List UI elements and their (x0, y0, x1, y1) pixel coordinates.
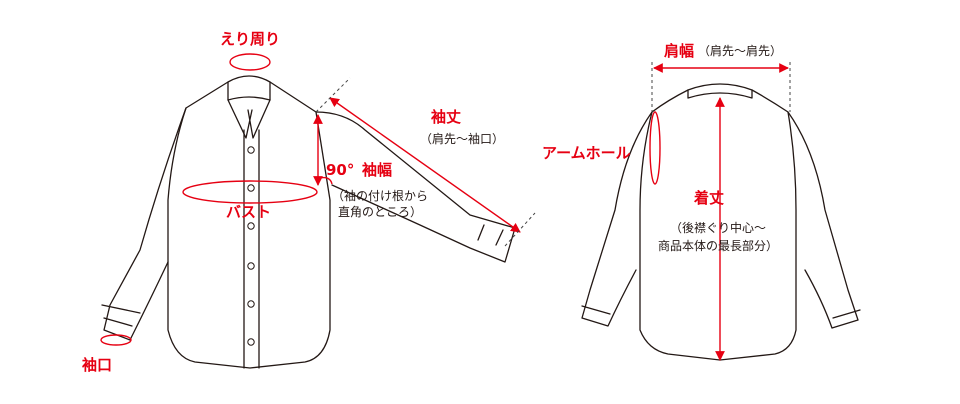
bust-label: バスト (226, 203, 271, 221)
sleeve-width-note-2: 直角のところ） (338, 205, 422, 219)
length-note-1: （後襟ぐり中心〜 (670, 220, 766, 235)
button (247, 338, 255, 346)
button (247, 184, 255, 192)
sleeve-length-arrow (329, 97, 521, 233)
collar-label: えり周り (220, 30, 280, 48)
right-angle-mark (319, 176, 333, 185)
armhole-label: アームホール (542, 144, 631, 162)
front-guide-lines (315, 77, 536, 247)
front-body-outline (167, 81, 331, 369)
back-right-sleeve (787, 111, 859, 329)
collar-measure-mark (229, 53, 271, 71)
cuff-measure-mark (100, 334, 132, 346)
bust-measure-mark (182, 180, 318, 204)
sleeve-width-note-1: （袖の付け根から (332, 188, 428, 203)
back-guide-lines (651, 62, 791, 112)
button (247, 262, 255, 270)
shoulder-width-note: （肩先〜肩先） (698, 43, 782, 58)
front-buttons (247, 146, 255, 346)
front-placket (243, 129, 260, 369)
sleeve-length-label: 袖丈 (431, 108, 461, 126)
length-note-2: 商品本体の最長部分） (658, 238, 778, 253)
armhole-measure-mark (649, 111, 661, 185)
angle-label: 90° (326, 161, 354, 179)
front-measurements (100, 53, 521, 346)
front-collar (227, 75, 271, 101)
length-label: 着丈 (693, 189, 724, 207)
back-measurements (649, 63, 789, 361)
front-left-sleeve (103, 107, 187, 341)
cuff-label: 袖口 (82, 356, 112, 374)
button (247, 146, 255, 154)
front-shirt-illustration (101, 75, 516, 369)
back-left-sleeve (581, 111, 653, 327)
button (247, 300, 255, 308)
sleeve-width-label: 袖幅 (362, 161, 392, 179)
back-collar (687, 83, 753, 99)
sleeve-length-note: （肩先〜袖口） (420, 131, 504, 146)
button (247, 222, 255, 230)
shoulder-width-label: 肩幅 (664, 42, 694, 60)
